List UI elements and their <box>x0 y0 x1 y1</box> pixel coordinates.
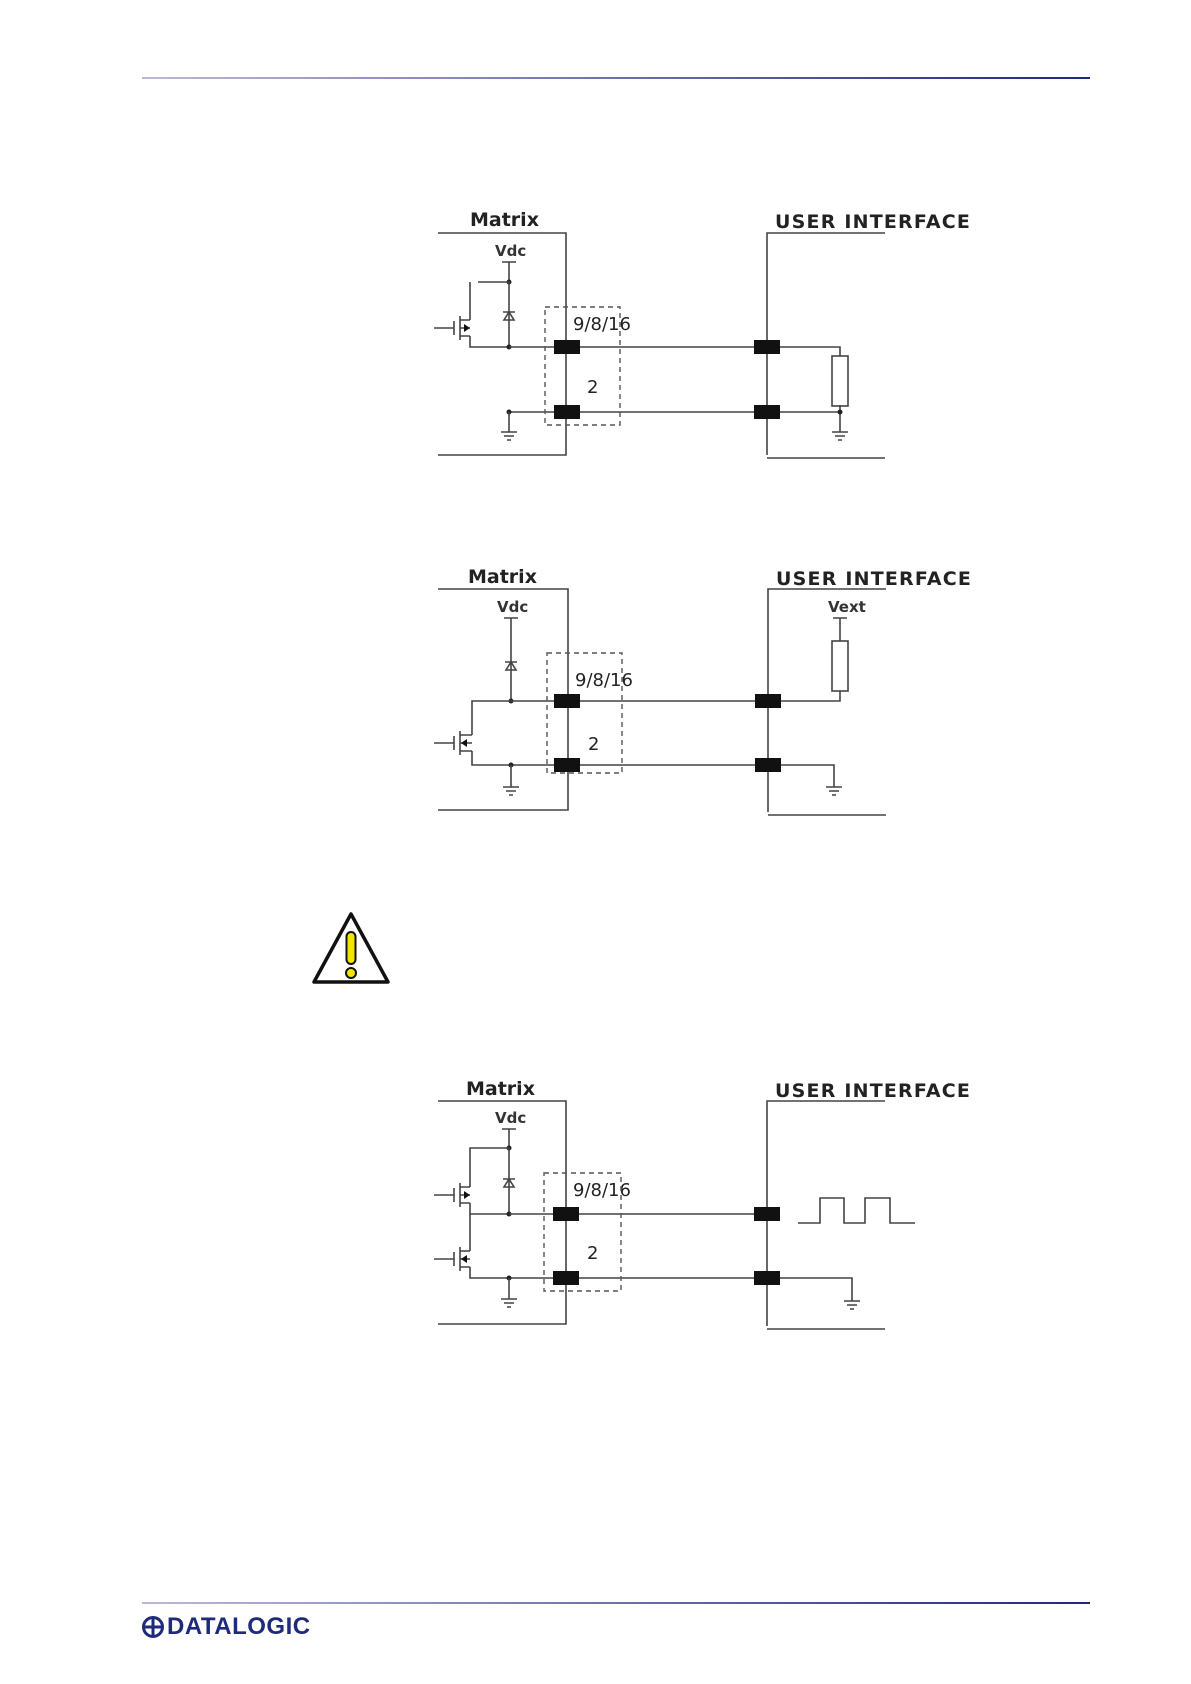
matrix-label: Matrix <box>470 209 539 231</box>
matrix-label: Matrix <box>468 566 537 588</box>
footer-rule <box>142 1602 1090 1604</box>
matrix-label: Matrix <box>466 1078 535 1100</box>
pin-bottom-label: 2 <box>588 734 599 755</box>
pnp-circuit-svg: Matrix USER INTERFACE Vdc 9/8/16 2 <box>430 200 970 460</box>
pin-top-label: 9/8/16 <box>573 1180 631 1201</box>
npn-circuit-svg: Matrix USER INTERFACE Vdc Vext 9/8/16 2 <box>430 557 970 817</box>
user-interface-label: USER INTERFACE <box>775 211 971 233</box>
user-interface-label: USER INTERFACE <box>775 1080 971 1102</box>
pin-top-label: 9/8/16 <box>573 314 631 335</box>
push-pull-output-diagram: Matrix USER INTERFACE Vdc 9/8/16 2 <box>430 1075 970 1335</box>
datalogic-logo-mark <box>142 1616 164 1638</box>
push-pull-circuit-svg: Matrix USER INTERFACE Vdc 9/8/16 2 <box>430 1075 970 1335</box>
pin-top-label: 9/8/16 <box>575 670 633 691</box>
user-interface-label: USER INTERFACE <box>776 568 972 590</box>
square-wave-signal <box>798 1198 915 1223</box>
datalogic-logo: DATALOGIC <box>142 1613 311 1641</box>
vext-label: Vext <box>828 598 866 616</box>
pin-bottom-label: 2 <box>587 1243 598 1264</box>
vdc-label: Vdc <box>495 1109 526 1127</box>
pin-bottom-label: 2 <box>587 377 598 398</box>
datalogic-wordmark: DATALOGIC <box>167 1613 311 1641</box>
warning-triangle-icon <box>310 910 392 986</box>
npn-output-diagram: Matrix USER INTERFACE Vdc Vext 9/8/16 2 <box>430 557 970 817</box>
vdc-label: Vdc <box>497 598 528 616</box>
pnp-output-diagram: Matrix USER INTERFACE Vdc 9/8/16 2 <box>430 200 970 460</box>
vdc-label: Vdc <box>495 242 526 260</box>
header-rule <box>142 77 1090 79</box>
